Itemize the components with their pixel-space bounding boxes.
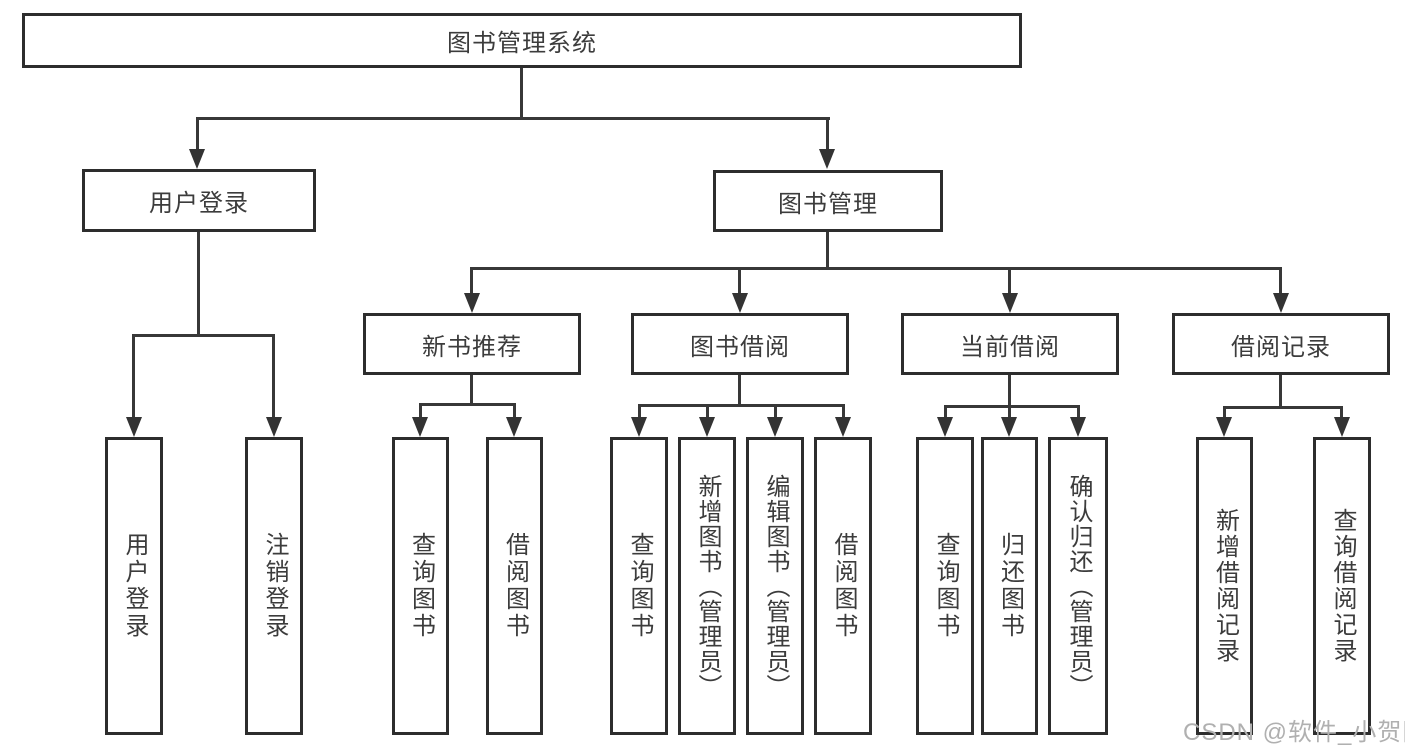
- connector-line: [1223, 406, 1226, 419]
- leaf-cb-return-books-label: 归还图书: [996, 532, 1024, 640]
- arrow-down-icon: [835, 417, 851, 437]
- connector-line: [1008, 405, 1011, 419]
- node-root-label: 图书管理系统: [447, 30, 597, 57]
- arrow-down-icon: [464, 293, 480, 313]
- connector-line: [944, 405, 947, 419]
- leaf-cb-confirm-return-admin-label: 确认归还（管理员）: [1065, 473, 1092, 699]
- leaf-user-login-label: 用户登录: [121, 532, 148, 640]
- connector-line: [1340, 406, 1343, 419]
- connector-line: [513, 403, 516, 419]
- leaf-bb-query-books: 查询图书: [610, 437, 668, 735]
- node-root: 图书管理系统: [22, 13, 1022, 68]
- connector-line: [842, 404, 845, 419]
- arrow-down-icon: [819, 149, 835, 169]
- leaf-logout-label: 注销登录: [261, 532, 288, 640]
- leaf-bb-add-books-admin: 新增图书（管理员）: [678, 437, 736, 735]
- node-book-management-label: 图书管理: [778, 190, 878, 218]
- connector-line: [470, 267, 1282, 270]
- leaf-bb-borrow-books-label: 借阅图书: [830, 532, 857, 640]
- node-borrow-records: 借阅记录: [1172, 313, 1390, 375]
- connector-line: [419, 403, 516, 406]
- connector-line: [196, 117, 199, 153]
- leaf-bb-edit-books-admin: 编辑图书（管理员）: [746, 437, 804, 735]
- connector-line: [738, 375, 741, 407]
- node-new-book-recommend: 新书推荐: [363, 313, 581, 375]
- leaf-cb-return-books: 归还图书: [981, 437, 1038, 735]
- connector-line: [1077, 405, 1080, 419]
- leaf-user-login: 用户登录: [105, 437, 163, 735]
- leaf-bb-edit-books-admin-label: 编辑图书（管理员）: [762, 473, 789, 699]
- leaf-br-query-record: 查询借阅记录: [1313, 437, 1371, 735]
- connector-line: [196, 117, 830, 120]
- node-user-login: 用户登录: [82, 169, 316, 232]
- connector-line: [774, 404, 777, 419]
- node-book-management: 图书管理: [713, 170, 943, 232]
- connector-line: [826, 117, 829, 153]
- connector-line: [944, 405, 1080, 408]
- watermark: CSDN @软件_小贺同学: [1183, 719, 1405, 746]
- leaf-nb-query-books: 查询图书: [392, 437, 449, 735]
- connector-line: [638, 404, 845, 407]
- arrow-down-icon: [732, 293, 748, 313]
- leaf-cb-query-books: 查询图书: [916, 437, 974, 735]
- connector-line: [1279, 267, 1282, 295]
- leaf-cb-confirm-return-admin: 确认归还（管理员）: [1048, 437, 1108, 735]
- connector-line: [1008, 375, 1011, 408]
- arrow-down-icon: [699, 417, 715, 437]
- arrow-down-icon: [937, 417, 953, 437]
- node-current-borrow: 当前借阅: [901, 313, 1119, 375]
- connector-line: [470, 267, 473, 295]
- leaf-br-add-record-label: 新增借阅记录: [1211, 508, 1239, 664]
- arrow-down-icon: [1002, 293, 1018, 313]
- leaf-bb-query-books-label: 查询图书: [626, 532, 653, 640]
- node-book-borrow-label: 图书借阅: [690, 333, 790, 361]
- connector-line: [1008, 267, 1011, 295]
- leaf-nb-borrow-books-label: 借阅图书: [501, 532, 529, 640]
- connector-line: [1279, 375, 1282, 409]
- arrow-down-icon: [189, 149, 205, 169]
- connector-line: [132, 334, 135, 419]
- arrow-down-icon: [767, 417, 783, 437]
- connector-line: [419, 403, 422, 419]
- connector-line: [197, 232, 200, 337]
- leaf-br-query-record-label: 查询借阅记录: [1329, 508, 1356, 664]
- arrow-down-icon: [266, 417, 282, 437]
- arrow-down-icon: [1070, 417, 1086, 437]
- connector-line: [826, 232, 829, 270]
- connector-line: [520, 68, 523, 119]
- leaf-nb-query-books-label: 查询图书: [407, 532, 435, 640]
- leaf-bb-add-books-admin-label: 新增图书（管理员）: [694, 473, 721, 699]
- leaf-nb-borrow-books: 借阅图书: [486, 437, 543, 735]
- connector-line: [1223, 406, 1342, 409]
- arrow-down-icon: [1273, 293, 1289, 313]
- arrow-down-icon: [1216, 417, 1232, 437]
- node-new-book-recommend-label: 新书推荐: [422, 333, 522, 361]
- connector-line: [638, 404, 641, 419]
- connector-line: [132, 334, 275, 337]
- connector-line: [706, 404, 709, 419]
- leaf-cb-query-books-label: 查询图书: [932, 532, 959, 640]
- leaf-logout: 注销登录: [245, 437, 303, 735]
- connector-line: [738, 267, 741, 295]
- leaf-bb-borrow-books: 借阅图书: [814, 437, 872, 735]
- arrow-down-icon: [126, 417, 142, 437]
- arrow-down-icon: [506, 417, 522, 437]
- arrow-down-icon: [1334, 417, 1350, 437]
- node-user-login-label: 用户登录: [149, 190, 249, 217]
- arrow-down-icon: [1001, 417, 1017, 437]
- connector-line: [470, 375, 473, 406]
- node-book-borrow: 图书借阅: [631, 313, 849, 375]
- node-borrow-records-label: 借阅记录: [1231, 333, 1331, 361]
- arrow-down-icon: [631, 417, 647, 437]
- connector-line: [272, 334, 275, 419]
- leaf-br-add-record: 新增借阅记录: [1196, 437, 1253, 735]
- arrow-down-icon: [412, 417, 428, 437]
- node-current-borrow-label: 当前借阅: [960, 333, 1060, 361]
